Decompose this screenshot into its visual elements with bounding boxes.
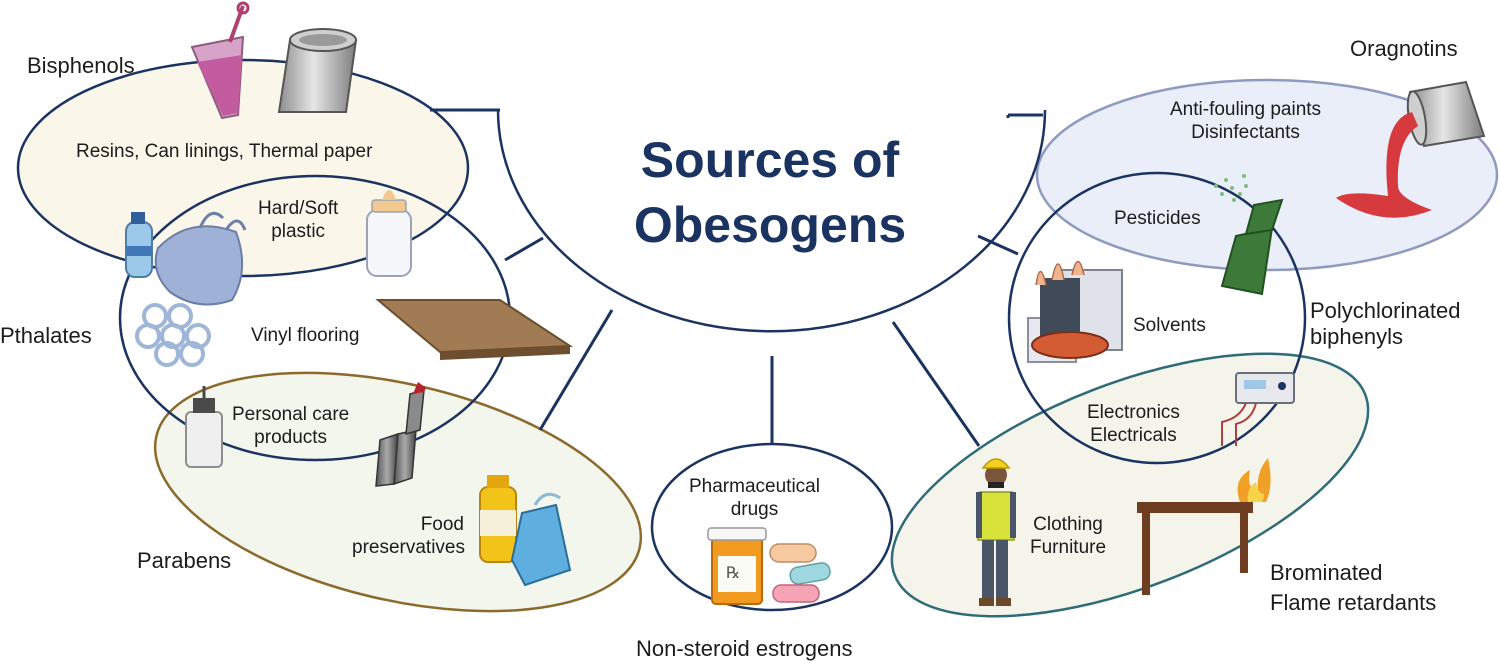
brominated-ellipse [890, 352, 1370, 618]
lotion-bottle-icon [185, 386, 223, 468]
brominated-label: Brominated Flame retardants [1270, 558, 1436, 617]
connector-lines [430, 108, 1043, 447]
lipstick-icon [375, 382, 426, 487]
water-jug-icon [510, 492, 572, 587]
worker-icon [976, 458, 1016, 606]
title-line-2: Obesogens [633, 197, 907, 253]
central-arc [496, 109, 1047, 333]
electronics-label-line-1: Electronics [1087, 402, 1180, 423]
pcb-label-line-2: biphenyls [1310, 324, 1403, 349]
food-preservatives-label: Food preservatives [352, 514, 465, 560]
tin-can-icon [277, 28, 358, 113]
food-preservatives-label-line-1: Food [420, 514, 464, 535]
organotins-ellipse [1035, 78, 1499, 272]
organotins-label: Oragnotins [1350, 36, 1458, 61]
juice-bottle-icon [479, 475, 517, 563]
personal-care-label: Personal care products [232, 404, 349, 450]
pill-bottle-icon: ℞ [707, 527, 767, 605]
parabens-ellipse [153, 371, 643, 613]
plastic-bag-icon [154, 211, 247, 306]
personal-care-label-line-2: products [254, 426, 328, 448]
capsules-icon [769, 543, 831, 603]
pcb-label: Polychlorinated biphenyls [1310, 298, 1460, 350]
pharmaceutical-label: Pharmaceutical drugs [689, 476, 820, 522]
electronic-device-icon [1221, 372, 1295, 446]
antifouling-label: Anti-fouling paints [1170, 99, 1322, 120]
pharmaceutical-label-line-1: Pharmaceutical [689, 476, 820, 497]
electronics-label-line-2: Electricals [1090, 424, 1177, 446]
pouring-paint-can-icon [1336, 80, 1486, 218]
pcb-label-line-1: Polychlorinated [1310, 298, 1461, 323]
disinfectants-label: Disinfectants [1191, 121, 1300, 143]
plastic-label-line-1: Hard/Soft [258, 198, 339, 219]
plastic-label: Hard/Soft plastic [258, 198, 338, 244]
pesticides-label: Pesticides [1114, 208, 1201, 229]
furniture-label: Furniture [1030, 536, 1107, 558]
diagram-title: Sources of Obesogens [560, 128, 980, 258]
bisphenols-ellipse [16, 58, 470, 278]
burning-table-icon [1137, 458, 1271, 595]
nonsteroid-estrogens-label: Non-steroid estrogens [636, 636, 853, 661]
bisphenols-label: Bisphenols [27, 53, 135, 78]
pcb-ellipse [1007, 171, 1307, 465]
svg-text:℞: ℞ [726, 563, 740, 582]
parabens-label: Parabens [137, 548, 232, 573]
nonsteroid-ellipse [650, 442, 894, 612]
personal-care-label-line-1: Personal care [232, 404, 350, 425]
plastic-rings-icon [135, 303, 211, 367]
electronics-label: Electronics Electricals [1087, 402, 1180, 448]
resins-label: Resins, Can linings, Thermal paper [76, 141, 373, 162]
clothing-furniture-label: Clothing Furniture [1030, 514, 1106, 560]
solvents-label: Solvents [1133, 315, 1206, 336]
food-preservatives-label-line-2: preservatives [352, 536, 465, 558]
baby-bottle-icon [366, 190, 412, 277]
brominated-label-line-2: Flame retardants [1270, 589, 1437, 615]
brominated-label-line-1: Brominated [1270, 560, 1383, 585]
smoothie-cup-icon [190, 1, 250, 120]
plastic-label-line-2: plastic [271, 220, 326, 242]
lab-instrument-icon [1027, 260, 1123, 363]
organotin-sources-label: Anti-fouling paints Disinfectants [1170, 99, 1321, 145]
water-bottle-icon [125, 212, 153, 278]
vinyl-flooring-label: Vinyl flooring [251, 325, 360, 346]
spray-bottle-icon [1214, 174, 1284, 296]
pthalates-label: Pthalates [0, 323, 92, 348]
vinyl-flooring-icon [375, 299, 574, 360]
pharmaceutical-label-line-2: drugs [730, 498, 779, 520]
title-line-1: Sources of [640, 132, 900, 188]
clothing-label: Clothing [1033, 514, 1103, 535]
